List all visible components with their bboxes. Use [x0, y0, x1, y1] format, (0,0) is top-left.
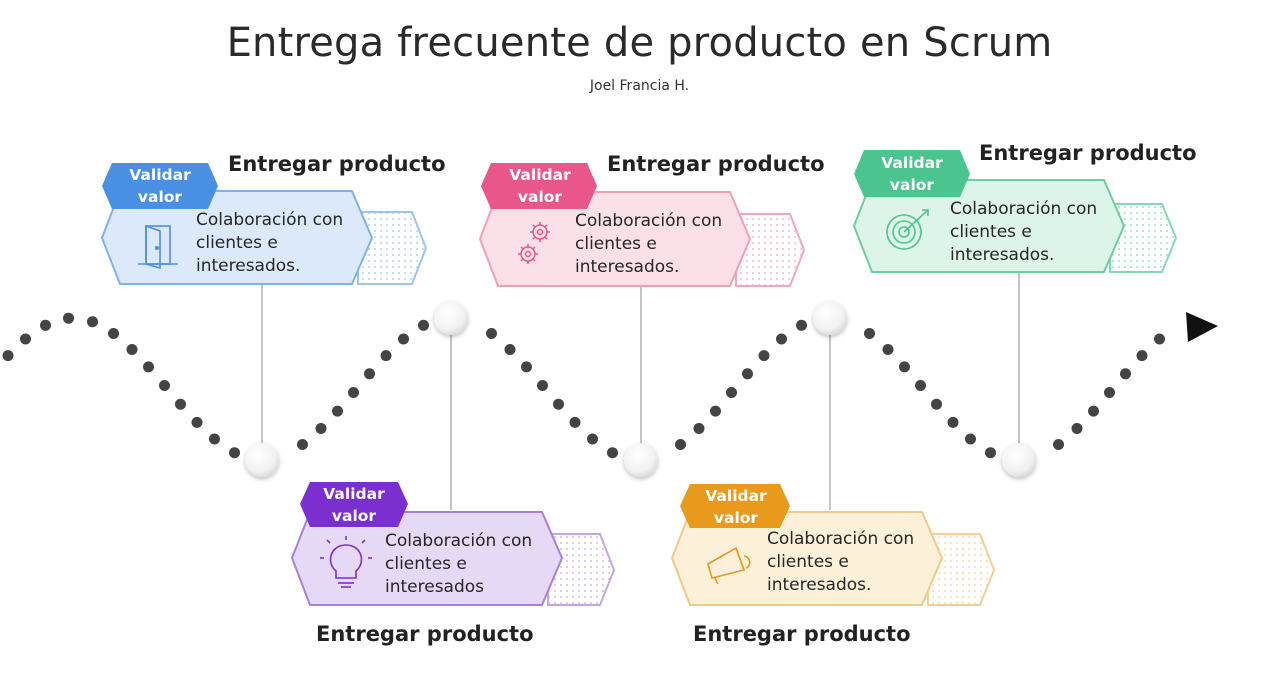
- wave-dot: [587, 433, 598, 445]
- wave-dot: [332, 405, 343, 417]
- wave-dot: [40, 319, 51, 331]
- wave-dot: [1071, 423, 1083, 434]
- wave-dot: [947, 416, 959, 428]
- wave-dot: [693, 423, 705, 434]
- wave-dot: [776, 333, 787, 345]
- page-title: Entrega frecuente de producto en Scrum: [226, 20, 1053, 66]
- wave-dot: [882, 344, 894, 355]
- card-3-heading: Entregar producto: [607, 152, 825, 176]
- wave-dot: [486, 328, 497, 339]
- milestone-knob-3: [624, 443, 658, 477]
- card-3-tag: Validar valor: [509, 166, 571, 206]
- wave-dot: [931, 398, 942, 410]
- wave-dot: [1104, 387, 1115, 398]
- wave-dot: [126, 344, 138, 355]
- wave-dot: [1053, 439, 1064, 450]
- lightbulb-icon: [320, 536, 372, 588]
- wave-dot: [569, 416, 581, 428]
- milestone-knob-1: [245, 443, 279, 477]
- wave-dot: [364, 368, 375, 380]
- wave-dot: [607, 447, 618, 459]
- wave-dot: [297, 439, 308, 450]
- wave-dot: [380, 350, 392, 362]
- wave-dot: [521, 361, 532, 373]
- wave-dot: [537, 380, 548, 391]
- wave-dot: [710, 405, 721, 417]
- card-5-shape: [852, 150, 1178, 273]
- target-icon: [886, 209, 929, 250]
- wave-dot: [915, 380, 926, 391]
- card-1-tag: Validar valor: [129, 166, 191, 206]
- wave-dot: [504, 344, 516, 355]
- arrow-right-icon: [1186, 312, 1218, 342]
- wave-dot: [175, 398, 186, 410]
- wave-dot: [965, 433, 976, 445]
- card-2-tag: Validar valor: [323, 485, 385, 525]
- wave-dot: [348, 387, 359, 398]
- card-1-text: Colaboración con clientes e interesados.: [196, 210, 344, 276]
- card-4-tag: Validar valor: [705, 487, 767, 527]
- card-4-heading: Entregar producto: [693, 622, 911, 646]
- megaphone-icon: [707, 546, 751, 585]
- wave-dot: [985, 447, 996, 459]
- wave-dot: [1154, 333, 1165, 345]
- milestone-knob-5: [1002, 443, 1036, 477]
- wave-dot: [675, 439, 686, 450]
- card-1-heading: Entregar producto: [228, 152, 446, 176]
- wave-dot: [63, 312, 74, 324]
- wave-dot: [553, 398, 564, 410]
- card-3-shape: [478, 163, 806, 287]
- wave-dot: [1088, 405, 1099, 417]
- wave-dot: [899, 361, 910, 373]
- wave-dot: [864, 328, 875, 339]
- wave-dot: [1136, 350, 1148, 362]
- card-5-heading: Entregar producto: [979, 141, 1197, 165]
- wave-dot: [315, 423, 327, 434]
- wave-dot: [143, 361, 154, 373]
- wave-dot: [87, 316, 98, 328]
- wave-dot: [726, 387, 737, 398]
- card-4-text: Colaboración con clientes e interesados.: [767, 529, 915, 595]
- page-author: Joel Francia H.: [589, 78, 690, 94]
- card-3-text: Colaboración con clientes e interesados.: [575, 211, 723, 277]
- card-5-tag: Validar valor: [881, 154, 943, 194]
- wave-dot: [418, 319, 429, 331]
- wave-dot: [742, 368, 753, 380]
- card-2-shape: [290, 482, 616, 606]
- milestone-knob-2: [434, 301, 468, 335]
- wave-dot: [229, 447, 240, 459]
- wave-dot: [20, 333, 31, 345]
- dotted-wave-path: [2, 312, 1165, 459]
- gears-icon: [518, 222, 550, 264]
- wave-dot: [398, 333, 409, 345]
- wave-dot: [2, 350, 14, 362]
- wave-dot: [1120, 368, 1131, 380]
- card-2-text: Colaboración con clientes e interesados: [385, 531, 533, 597]
- milestone-knob-4: [813, 301, 847, 335]
- card-4-shape: [670, 484, 996, 606]
- wave-dot: [108, 328, 119, 339]
- wave-dot: [191, 416, 203, 428]
- wave-dot: [209, 433, 220, 445]
- wave-dot: [796, 319, 807, 331]
- wave-dot: [159, 380, 170, 391]
- door-icon: [138, 224, 178, 270]
- card-2-heading: Entregar producto: [316, 622, 534, 646]
- card-5-text: Colaboración con clientes e interesados.: [950, 199, 1098, 265]
- wave-dot: [758, 350, 770, 362]
